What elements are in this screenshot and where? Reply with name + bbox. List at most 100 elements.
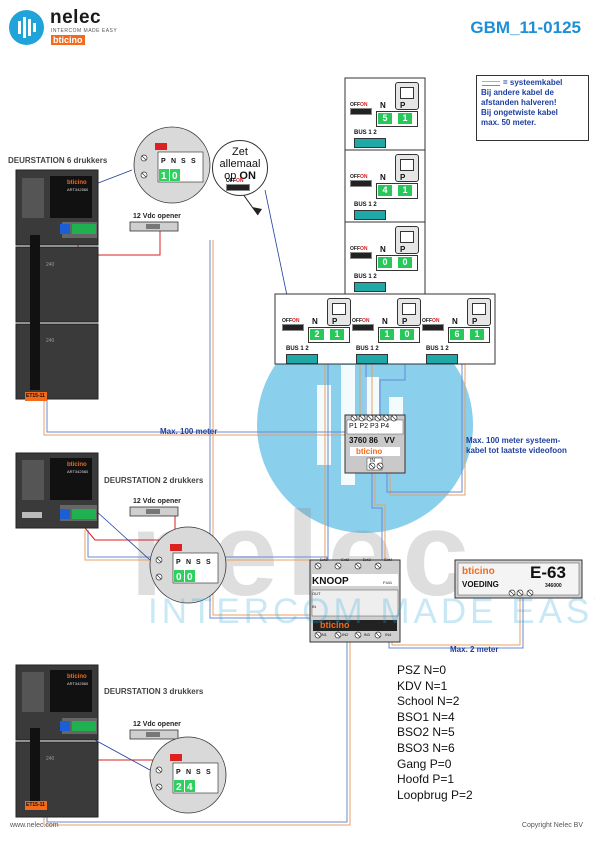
door1-module-tag: ET15-11 [26,393,45,399]
distance-max-100-sys-1: Max. 100 meter systeem- [466,436,561,445]
videophone-unit: OFFON N P 5 1 BUS 1 2 [350,82,420,148]
port-p2: P2 [359,423,369,430]
vp-col-p: P [472,317,478,326]
videophone-screen-icon [395,154,419,182]
distributor-ports: P1 P2 P3 P4 [349,423,389,430]
vp-p-value: 1 [398,113,412,124]
vp-bus-label: BUS 1 2 [286,346,309,352]
knoop-label: KNOOP [312,576,349,587]
vp-col-p: P [402,317,408,326]
door-station-1 [15,169,99,401]
vp-col-n: N [312,317,318,326]
code-bso3: BSO3 N=6 [397,740,455,755]
legend-line-2: Bij andere kabel de [481,88,554,97]
door1-module-code: 240 [46,262,55,268]
door1-model: ART342560 [67,187,89,192]
knoop-in1: IN1 [320,632,327,637]
opener-3-label: 12 Vdc opener [133,721,181,728]
vp-switch-label: OFFON [350,246,368,252]
dip2-header-p: P [176,559,181,566]
dip2-header-s2: S [206,559,211,566]
videophone-unit: OFFON N P 2 1 BUS 1 2 [282,298,352,364]
vp-bus-label: BUS 1 2 [354,202,377,208]
door-station-1-label: DEURSTATION 6 drukkers [8,156,108,165]
vp-switch-label: OFFON [352,318,370,324]
psu-label: VOEDING [462,580,499,589]
door-station-2-label: DEURSTATION 2 drukkers [104,476,204,485]
callout-switch: OFFON [226,178,252,191]
vp-col-n: N [380,101,386,110]
vp-n-value: 0 [378,257,392,268]
videophone-unit: OFFON N P 4 1 BUS 1 2 [350,154,420,220]
knoop-f441 [309,559,401,643]
vp-col-n: N [382,317,388,326]
dip2-header-n: N [186,559,191,566]
opener-2-label: 12 Vdc opener [133,498,181,505]
knoop-ext2: Ext2 [341,557,350,562]
code-hoofd: Hoofd P=1 [397,772,455,787]
code-bso1: BSO1 N=4 [397,709,455,724]
dip1-header-p: P [161,158,166,165]
vp-col-p: P [400,101,406,110]
vp-n-value: 5 [378,113,392,124]
cable-legend: = systeemkabel Bij andere kabel de afsta… [476,75,589,141]
callout-line-3: op [224,170,237,182]
knoop-in2: IN2 [342,632,349,637]
door1-brand: bticino [67,180,87,186]
videophone-screen-icon [395,226,419,254]
psu-model: E-63 [530,563,566,582]
callout-line-2: allemaal [219,158,261,170]
distance-max-2: Max. 2 meter [450,645,499,654]
videophone-screen-icon [397,298,421,326]
code-school: School N=2 [397,694,460,709]
vp-bus-terminal-icon [356,354,388,364]
door-station-3 [15,664,99,818]
distributor-model: 3760 86 VV [349,436,395,445]
psu-brand: bticino [462,566,495,577]
callout-on: ON [239,170,256,182]
logo-tagline: INTERCOM MADE EASY [51,28,118,34]
vp-col-n: N [380,245,386,254]
dip1-val-n: 0 [172,171,178,182]
distributor-376086 [344,414,406,474]
legend-line-4: Bij ongetwiste kabel [481,108,558,117]
logo-brand: bticino [51,35,85,45]
vp-switch-label: OFFON [282,318,300,324]
vp-switch-icon [350,252,372,259]
callout-line-1: Zet [232,146,248,158]
system-cable-line-icon [482,81,500,86]
dip3-header-s1: S [196,769,201,776]
port-p1: P1 [349,423,358,430]
vp-switch-label: OFFON [350,102,368,108]
distributor-model-code: 3760 86 [349,436,378,445]
dip3-val-n: 4 [187,782,193,793]
vp-n-value: 4 [378,185,392,196]
port-p3: P3 [370,423,379,430]
vp-p-value: 1 [398,185,412,196]
knoop-bottom-ports: IN1 IN2 IN3 IN4 [313,632,399,637]
knoop-ext1: Ext1 [319,557,328,562]
videophone-screen-icon [467,298,491,326]
door2-brand: bticino [67,462,87,468]
callout-switch-on: ON [236,178,244,184]
vp-switch-icon [352,324,374,331]
vp-col-p: P [332,317,338,326]
door3-module-tag: ET15-11 [26,802,45,808]
vp-bus-terminal-icon [286,354,318,364]
legend-text: = systeemkabel Bij andere kabel de afsta… [481,78,585,128]
code-kdv: KDV N=1 [397,678,448,693]
vp-col-n: N [380,173,386,182]
vp-col-p: P [400,245,406,254]
code-loopbrug: Loopbrug P=2 [397,787,473,802]
dip1-header-s1: S [181,158,186,165]
door3-brand: bticino [67,674,87,680]
vp-bus-label: BUS 1 2 [356,346,379,352]
distance-max-100-sys-2: kabel tot laatste videofoon [466,446,567,455]
nelec-logo-icon [9,10,44,45]
dip1-header-s2: S [191,158,196,165]
vp-p-value: 0 [398,257,412,268]
dip1-header-n: N [171,158,176,165]
code-bso2: BSO2 N=5 [397,725,455,740]
knoop-in4: IN4 [385,632,392,637]
vp-n-value: 1 [380,329,394,340]
